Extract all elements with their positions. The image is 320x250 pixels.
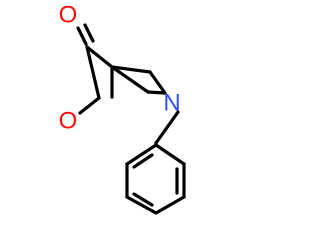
bond-nitrogen-to-benzyl-ch2 (154, 110, 180, 145)
carbonyl-bond-line-2 (83, 23, 95, 43)
bond-bridgehead-ring-oxygen (78, 96, 101, 115)
benzene-bond-3 (154, 195, 186, 215)
bond-bridge-ketone (85, 45, 114, 69)
carbonyl-double-bond (76, 23, 95, 46)
carbonyl-oxygen-label: O (59, 2, 78, 29)
benzene-bond-1 (154, 143, 186, 166)
benzene-bond-6 (125, 143, 158, 166)
ring-oxygen-label: O (59, 108, 78, 135)
benzyl-substituent (154, 110, 180, 147)
benzene-inner-double-bond-2 (132, 192, 154, 207)
bond-nitrogen-to-ch2-lower (146, 90, 167, 95)
benzene-ring (125, 143, 186, 215)
bicyclic-molecule-structure: O O N (59, 2, 186, 215)
benzene-bond-4 (125, 195, 158, 215)
bond-ketone-bridgehead (85, 45, 101, 100)
ring-bonds (78, 45, 167, 115)
bond-bridge-to-ch2-upper (110, 65, 152, 74)
bond-ch2-upper-to-nitrogen (148, 70, 167, 95)
bond-ch2-lower-to-bridge (110, 65, 150, 94)
carbonyl-bond-line-1 (76, 26, 88, 46)
benzene-inner-double-bond-3 (132, 153, 154, 169)
nitrogen-label: N (163, 90, 180, 117)
